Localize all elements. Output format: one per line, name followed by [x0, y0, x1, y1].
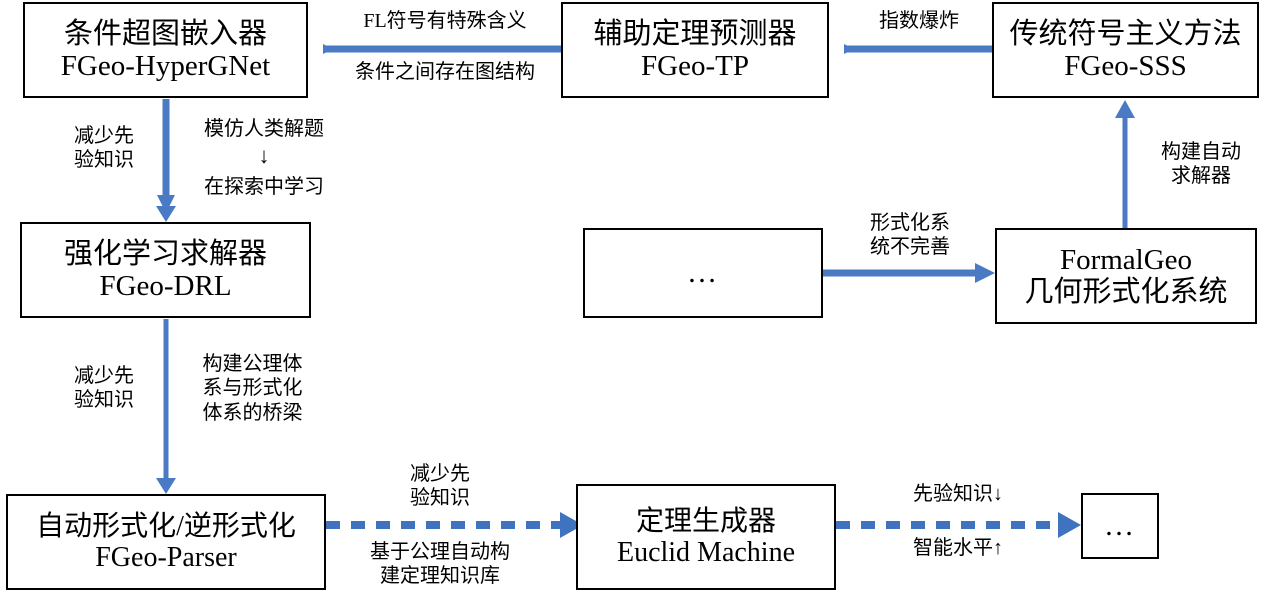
node-tp-line2: FGeo-TP	[641, 50, 749, 82]
node-dots-end[interactable]: …	[1081, 493, 1159, 559]
node-dots-mid-label: …	[687, 256, 719, 289]
edge-label-reduce-prior-1: 减少先 验知识	[74, 125, 134, 172]
edge-label-learn-in-exploration: 在探索中学习	[204, 176, 324, 198]
node-dots-mid[interactable]: …	[583, 228, 823, 318]
node-dots-end-label: …	[1104, 509, 1136, 542]
edge-label-fl-symbol-meaning: FL符号有特殊含义	[363, 10, 527, 32]
edge-label-exponential-explosion: 指数爆炸	[879, 10, 959, 32]
node-hypergnet-line2: FGeo-HyperGNet	[60, 50, 271, 82]
edge-hypergnet-to-drl	[156, 99, 176, 222]
node-drl-line2: FGeo-DRL	[99, 270, 232, 302]
edge-label-intelligence-up: 智能水平↑	[913, 537, 1003, 559]
node-sss[interactable]: 传统符号主义方法 FGeo-SSS	[992, 2, 1259, 98]
edge-dots-to-formalgeo	[823, 263, 995, 283]
edge-label-axiom-bridge: 构建公理体 系与形式化 体系的桥梁	[202, 353, 303, 424]
node-parser[interactable]: 自动形式化/逆形式化 FGeo-Parser	[6, 494, 326, 590]
node-formalgeo-line1: FormalGeo	[1059, 243, 1193, 276]
edge-label-build-auto-solver: 构建自动 求解器	[1161, 141, 1241, 188]
node-tp[interactable]: 辅助定理预测器 FGeo-TP	[561, 2, 829, 98]
edge-label-imitate-human: 模仿人类解题	[204, 118, 324, 140]
edge-label-axiom-kb: 基于公理自动构 建定理知识库	[370, 541, 510, 588]
node-drl-line1: 强化学习求解器	[63, 237, 267, 270]
edge-formalgeo-to-sss	[1115, 100, 1135, 228]
node-hypergnet-line1: 条件超图嵌入器	[63, 17, 267, 50]
node-euclid[interactable]: 定理生成器 Euclid Machine	[576, 484, 836, 590]
node-sss-line1: 传统符号主义方法	[1009, 17, 1242, 50]
node-hypergnet[interactable]: 条件超图嵌入器 FGeo-HyperGNet	[23, 2, 308, 98]
node-sss-line2: FGeo-SSS	[1064, 50, 1187, 82]
edge-label-down-arrow: ↓	[258, 143, 270, 168]
edge-label-reduce-prior-2: 减少先 验知识	[74, 365, 134, 412]
node-euclid-line2: Euclid Machine	[616, 537, 796, 568]
node-euclid-line1: 定理生成器	[635, 505, 776, 537]
node-parser-line2: FGeo-Parser	[95, 542, 237, 573]
node-parser-line1: 自动形式化/逆形式化	[36, 510, 296, 542]
edge-label-graph-structure: 条件之间存在图结构	[355, 61, 535, 83]
node-formalgeo[interactable]: FormalGeo 几何形式化系统	[995, 228, 1257, 324]
edge-euclid-to-dots	[836, 512, 1081, 538]
node-drl[interactable]: 强化学习求解器 FGeo-DRL	[20, 222, 311, 318]
edge-label-incomplete-system: 形式化系 统不完善	[870, 212, 950, 259]
edge-parser-to-euclid	[326, 512, 583, 538]
node-formalgeo-line2: 几何形式化系统	[1024, 276, 1228, 308]
edge-label-prior-down: 先验知识↓	[913, 483, 1003, 505]
node-tp-line1: 辅助定理预测器	[593, 17, 797, 50]
edge-label-reduce-prior-3: 减少先 验知识	[410, 463, 470, 510]
edge-drl-to-parser	[156, 319, 176, 494]
